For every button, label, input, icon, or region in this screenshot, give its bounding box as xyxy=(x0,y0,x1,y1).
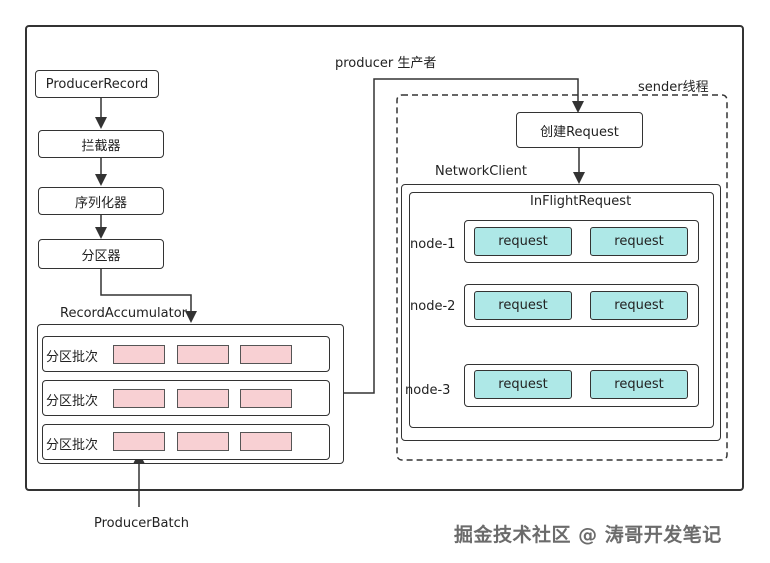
batch-block xyxy=(240,389,292,408)
batch-block xyxy=(113,389,165,408)
network-client-box xyxy=(401,184,721,441)
batch-block xyxy=(240,432,292,451)
request-block: request xyxy=(590,370,688,399)
request-block: request xyxy=(590,291,688,320)
partition-row-label: 分区批次 xyxy=(46,394,99,409)
node-label: node-1 xyxy=(410,237,456,252)
watermark: 掘金技术社区 @ 涛哥开发笔记 xyxy=(454,524,722,546)
sender-thread-box xyxy=(396,94,728,461)
node-label: node-2 xyxy=(410,299,456,314)
batch-block xyxy=(113,432,165,451)
producer-record-box: ProducerRecord xyxy=(35,70,159,98)
request-block: request xyxy=(590,227,688,256)
partition-row-label: 分区批次 xyxy=(46,350,99,365)
node-label: node-3 xyxy=(405,383,451,398)
interceptor-box: 拦截器 xyxy=(38,130,164,158)
serializer-box: 序列化器 xyxy=(38,187,164,215)
batch-block xyxy=(240,345,292,364)
arrow-partitioner-to-accumulator xyxy=(100,268,197,323)
arrow-accumulator-to-sender xyxy=(343,78,584,394)
partition-row-label: 分区批次 xyxy=(46,438,99,453)
accumulator-title: RecordAccumulator xyxy=(60,306,187,321)
batch-block xyxy=(177,345,229,364)
request-block: request xyxy=(474,291,572,320)
request-block: request xyxy=(474,370,572,399)
batch-block xyxy=(177,389,229,408)
outer-frame xyxy=(25,25,744,491)
network-client-label: NetworkClient xyxy=(435,164,527,179)
inflight-request-label: InFlightRequest xyxy=(530,194,632,209)
producer-batch-label: ProducerBatch xyxy=(94,516,189,531)
batch-block xyxy=(177,432,229,451)
producer-thread-label: producer 生产者 xyxy=(335,56,437,71)
inflight-request-box xyxy=(409,192,714,428)
sender-thread-title: sender线程 xyxy=(638,80,709,95)
record-accumulator xyxy=(37,324,344,464)
batch-block xyxy=(113,345,165,364)
request-block: request xyxy=(474,227,572,256)
create-request-box: 创建Request xyxy=(516,112,643,148)
partitioner-box: 分区器 xyxy=(38,239,164,269)
